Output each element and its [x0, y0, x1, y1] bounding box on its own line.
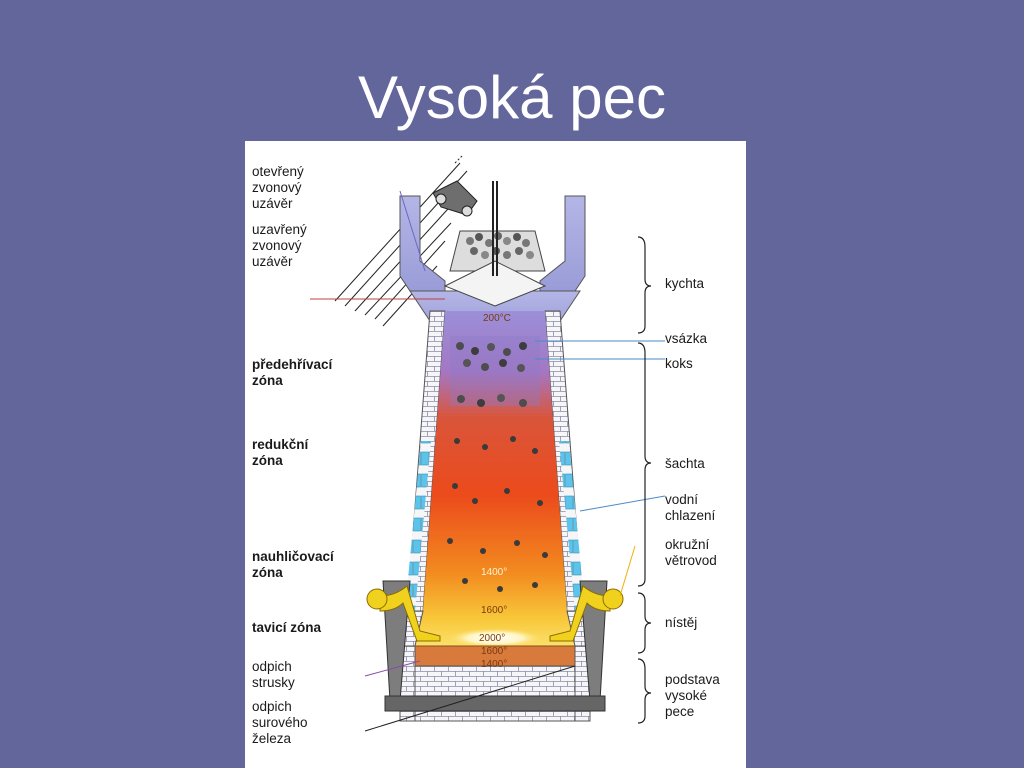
temp-label: 2000°	[479, 633, 505, 644]
label-carburizing-zone: nauhličovací zóna	[252, 549, 338, 580]
bustle-pipe	[366, 585, 624, 642]
label-water-cooling: vodní chlazení	[665, 492, 716, 523]
temp-label: 1400°	[481, 567, 507, 578]
label-hearth: nístěj	[665, 615, 697, 630]
label-charge: vsázka	[665, 331, 708, 346]
blast-furnace-diagram: 200°C 1400° 1600° 2000° 1600° 1400° otev…	[245, 141, 746, 768]
label-base: podstava vysoké pece	[665, 672, 724, 719]
leader-lines	[310, 190, 666, 732]
right-braces	[637, 236, 652, 724]
furnace-walls	[405, 310, 585, 612]
charge-hopper	[443, 181, 547, 307]
temp-label: 200°C	[483, 313, 511, 324]
furnace-interior	[415, 311, 575, 648]
slide-title: Vysoká pec	[358, 64, 666, 131]
hearth-and-base	[382, 580, 608, 722]
label-closed-bell: uzavřený zvonový uzávěr	[252, 222, 311, 269]
temp-label: 1400°	[481, 659, 507, 670]
label-bustle-pipe: okružní větrovod	[665, 537, 717, 568]
temp-label: 1600°	[481, 646, 507, 657]
label-throat: kychta	[665, 276, 705, 291]
label-open-bell: otevřený zvonový uzávěr	[252, 164, 308, 211]
label-reduction-zone: redukční zóna	[252, 437, 312, 468]
label-slag-tap: odpich strusky	[252, 659, 296, 690]
label-shaft: šachta	[665, 456, 705, 471]
temp-label: 1600°	[481, 605, 507, 616]
label-preheating-zone: předehřívací zóna	[252, 357, 336, 388]
temperature-labels: 200°C 1400° 1600° 2000° 1600° 1400°	[479, 313, 511, 670]
label-melting-zone: tavicí zóna	[252, 620, 322, 635]
label-iron-tap: odpich surového železa	[252, 699, 311, 746]
label-coke: koks	[665, 356, 693, 371]
